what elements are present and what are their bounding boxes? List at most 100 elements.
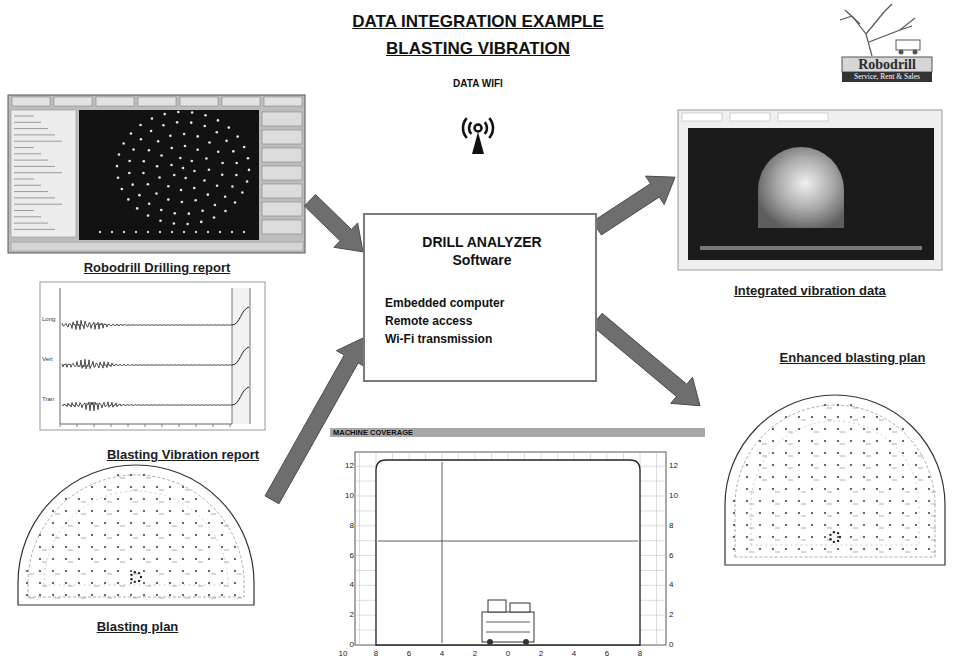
blast-hole	[850, 404, 852, 406]
result-panel: Integrated vibration data	[675, 107, 949, 302]
blast-hole	[39, 582, 41, 584]
blast-hole	[902, 524, 904, 526]
screen-text-line	[14, 191, 48, 192]
chart-frame	[355, 452, 666, 645]
blast-hole	[733, 548, 735, 550]
cut-hole	[130, 574, 132, 576]
hole-mark	[133, 538, 138, 539]
hole-mark	[81, 502, 86, 503]
block-arrow	[304, 195, 363, 252]
blast-hole	[221, 558, 223, 560]
blast-hole	[91, 570, 93, 572]
blast-hole	[850, 524, 852, 526]
blast-hole	[182, 558, 184, 560]
blast-hole	[195, 498, 197, 500]
axis-number: 10	[669, 491, 687, 501]
blast-hole	[208, 522, 210, 524]
blast-hole	[876, 440, 878, 442]
drill-hole-dot	[180, 189, 183, 192]
blast-hole	[824, 464, 826, 466]
hole-mark	[814, 480, 819, 481]
hole-mark	[107, 538, 112, 539]
drill-hole-dot	[111, 231, 113, 233]
screen-text-line	[14, 160, 48, 161]
axis-number: 8	[669, 521, 687, 531]
hole-mark	[198, 550, 203, 551]
drill-hole-dot	[118, 153, 121, 156]
drill-hole-dot	[173, 222, 176, 225]
blast-hole	[759, 464, 761, 466]
blast-hole	[182, 546, 184, 548]
logo-sketch-line	[866, 12, 884, 34]
blast-hole	[889, 464, 891, 466]
hole-mark	[133, 574, 138, 575]
channel-name: Tran	[42, 396, 54, 403]
wifi-wave	[488, 117, 494, 139]
blast-hole	[889, 476, 891, 478]
blast-hole	[759, 440, 761, 442]
blast-hole	[850, 488, 852, 490]
machine-coverage-chart	[355, 452, 666, 645]
hole-mark	[918, 456, 923, 457]
hole-mark	[55, 574, 60, 575]
drill-hole-dot	[232, 150, 235, 153]
blast-hole	[889, 512, 891, 514]
blast-hole	[104, 558, 106, 560]
axis-number: 12	[336, 461, 354, 471]
title: DATA INTEGRATION EXAMPLE BLASTING VIBRAT…	[318, 8, 638, 62]
blast-hole	[798, 416, 800, 418]
contour-line	[735, 405, 935, 557]
blast-hole	[837, 512, 839, 514]
drill-hole-dot	[182, 167, 185, 170]
blast-hole	[117, 522, 119, 524]
blast-hole	[52, 546, 54, 548]
blast-hole	[169, 558, 171, 560]
hole-mark	[853, 528, 858, 529]
blast-hole	[811, 524, 813, 526]
hole-mark	[81, 514, 86, 515]
blast-hole	[143, 474, 145, 476]
blast-hole	[785, 476, 787, 478]
wifi-symbol	[462, 117, 495, 154]
blast-hole	[169, 498, 171, 500]
drill-hole-dot	[216, 131, 219, 134]
blast-hole	[169, 546, 171, 548]
enhanced-plan-drawing	[725, 395, 945, 565]
hole-mark	[107, 502, 112, 503]
blast-hole	[772, 512, 774, 514]
drill-hole-dot	[159, 219, 162, 222]
hole-mark	[224, 586, 229, 587]
blast-hole	[78, 570, 80, 572]
blast-hole	[889, 452, 891, 454]
hole-mark	[107, 598, 112, 599]
drill-hole-dot	[235, 174, 238, 177]
axis-number: 4	[564, 649, 584, 659]
hole-mark	[866, 432, 871, 433]
hole-mark	[42, 550, 47, 551]
blast-hole	[811, 452, 813, 454]
axis-number: 2	[465, 649, 485, 659]
screen-text-line	[14, 185, 41, 186]
blast-hole	[837, 464, 839, 466]
blast-hole	[772, 548, 774, 550]
blast-hole	[772, 500, 774, 502]
cut-hole	[833, 541, 835, 543]
blast-hole	[65, 498, 67, 500]
blast-hole	[850, 476, 852, 478]
blast-hole	[811, 428, 813, 430]
axis-number: 8	[630, 649, 650, 659]
drill-hole-dot	[193, 187, 196, 190]
vibration-trace	[62, 320, 232, 329]
hole-mark	[853, 552, 858, 553]
screen-text-line	[14, 223, 48, 224]
drill-hole-dot	[170, 164, 173, 167]
hole-mark	[931, 504, 936, 505]
blasting-plan-drawing	[18, 465, 254, 605]
cut-hole	[138, 580, 140, 582]
drill-hole-dot	[224, 195, 227, 198]
drill-hole-dot	[181, 201, 184, 204]
blast-hole	[208, 582, 210, 584]
logo-sketch-line	[869, 18, 915, 42]
blast-hole	[850, 536, 852, 538]
blast-hole	[785, 548, 787, 550]
